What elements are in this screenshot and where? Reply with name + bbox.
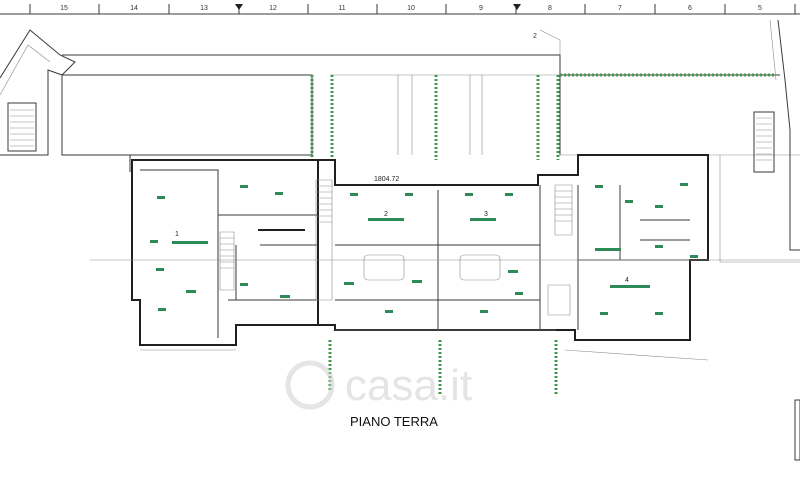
room-number-1: 1 <box>175 231 179 238</box>
grid-tick-15: 15 <box>60 5 68 12</box>
building-walls <box>90 154 800 361</box>
right-building-outline <box>719 19 800 461</box>
grid-tick-14: 14 <box>130 5 138 12</box>
ruler-marker-icon <box>513 4 521 10</box>
dimension-label: 1804.72 <box>374 176 399 183</box>
left-building-outline <box>0 29 76 156</box>
grid-tick-10: 10 <box>407 5 415 12</box>
annotation-tags <box>150 183 698 315</box>
room-number-3: 3 <box>484 211 488 218</box>
watermark-text: casa.it <box>345 361 472 410</box>
watermark: casa.it <box>285 360 472 410</box>
floor-title: PIANO TERRA <box>350 414 438 429</box>
grid-tick-6: 6 <box>688 5 692 12</box>
grid-tick-8: 8 <box>548 5 552 12</box>
ruler-marker-icon <box>235 4 243 10</box>
hedges <box>310 73 775 395</box>
grid-tick-13: 13 <box>200 5 208 12</box>
marker-label: 2 <box>533 33 537 40</box>
grid-ruler: 15 14 13 12 11 10 9 8 7 6 5 <box>0 4 800 15</box>
room-number-4: 4 <box>625 277 629 284</box>
grid-tick-9: 9 <box>479 5 483 12</box>
room-number-2: 2 <box>384 211 388 218</box>
grid-tick-12: 12 <box>269 5 277 12</box>
grid-tick-5: 5 <box>758 5 762 12</box>
grid-tick-11: 11 <box>338 5 345 12</box>
courtyard-outline <box>61 29 800 172</box>
grid-tick-7: 7 <box>618 5 622 12</box>
